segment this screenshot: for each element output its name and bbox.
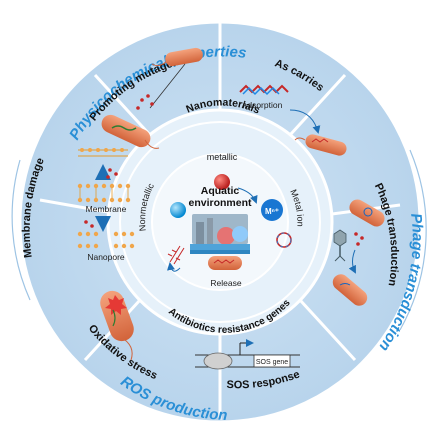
nonmetallic-nanoparticle-icon <box>170 202 186 218</box>
phage-icon <box>333 229 347 262</box>
label-adsorption: Adsorption <box>242 100 283 110</box>
metal-ion-icon <box>261 199 283 221</box>
bacterium-icon <box>100 290 134 342</box>
membrane-illustration: Membrane Nanopore <box>77 148 135 262</box>
bacterium-icon <box>349 199 385 227</box>
oxidative-illustration <box>100 290 134 361</box>
label-aquatic: Aquatic <box>201 185 240 197</box>
label-nanopore: Nanopore <box>87 252 125 262</box>
label-membrane: Membrane <box>86 204 127 214</box>
label-metallic: metallic <box>207 152 238 162</box>
carriers-illustration: Adsorption <box>239 84 347 156</box>
label-environment: environment <box>188 197 252 209</box>
mutagenesis-illustration <box>101 47 203 149</box>
dna-icon <box>167 245 185 265</box>
sos-illustration: SOS gene <box>195 339 300 370</box>
bacterium-icon <box>101 114 151 148</box>
label-sos-gene: SOS gene <box>256 359 288 366</box>
bacterium-icon <box>332 274 368 306</box>
metallic-nanoparticle-icon <box>214 174 230 190</box>
metal-ion-symbol: Mⁿ⁺ <box>265 207 279 216</box>
label-release: Release <box>210 278 241 288</box>
phage-illustration <box>332 199 385 306</box>
bacterium-icon <box>208 256 242 270</box>
aquatic-environment-center: Aquatic environment <box>188 185 252 254</box>
sos-gene-box <box>253 354 291 368</box>
